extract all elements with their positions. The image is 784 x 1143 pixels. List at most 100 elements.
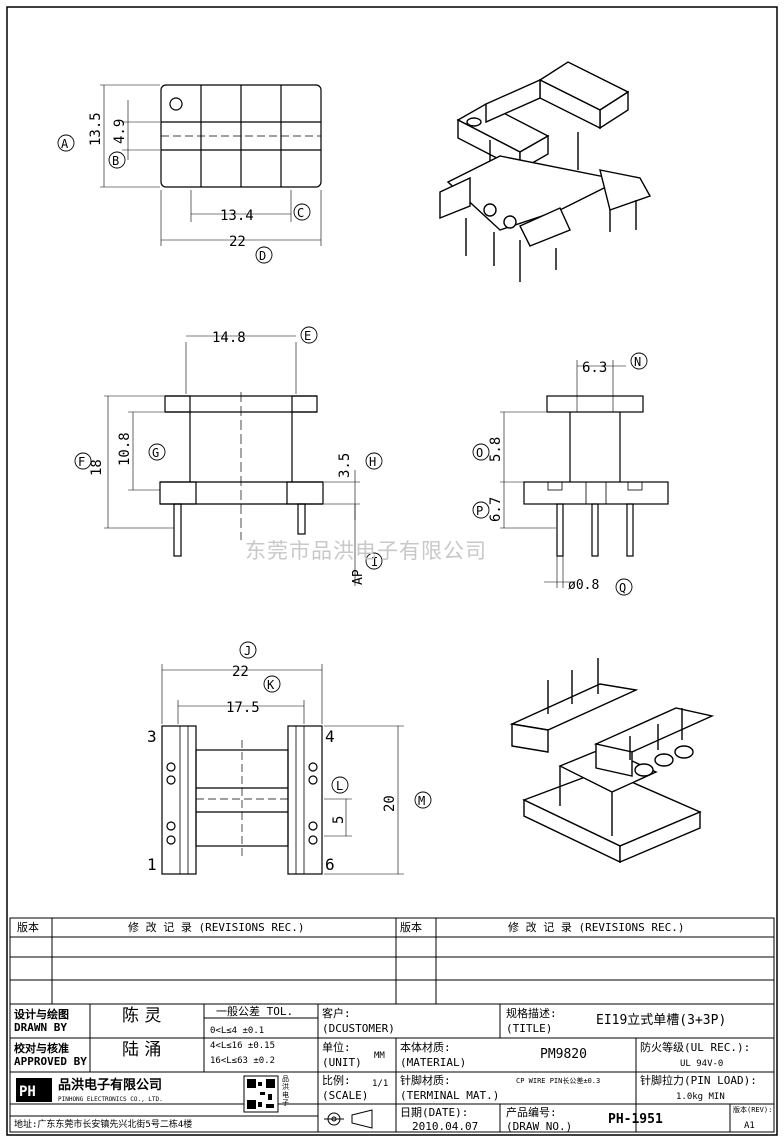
svg-text:D: D [259,249,266,263]
dim-bottom-pitch: 5 [331,816,347,824]
tag-e: E [300,326,318,344]
sheet-border [6,6,778,1136]
tag-n: N [630,352,648,370]
scale-value: 1/1 [372,1079,389,1089]
tolerance-row-2: 4<L≤16 ±0.15 [210,1041,276,1051]
tag-g: G [148,443,166,461]
scale-label-en: (SCALE) [322,1089,369,1102]
top-view [100,84,322,246]
pin-load-value: 1.0kg MIN [676,1092,725,1102]
material-label-en: (MATERIAL) [400,1056,467,1069]
svg-text:B: B [112,154,119,168]
tag-b: B [108,151,126,169]
tag-i: I [365,552,383,570]
pin-3-label: 3 [147,727,157,746]
scale-label: 比例: [322,1074,351,1087]
material-value: PM9820 [540,1047,587,1062]
svg-text:F: F [78,455,85,469]
date-label: 日期(DATE): [400,1106,469,1119]
dim-front-width: 14.8 [212,330,246,346]
svg-text:P: P [476,504,483,518]
svg-text:M: M [418,794,425,808]
svg-text:J: J [244,644,251,658]
pin-load-label: 针脚拉力(PIN LOAD): [640,1074,757,1087]
svg-text:N: N [634,355,641,369]
svg-text:I: I [371,555,378,569]
svg-text:K: K [267,678,275,692]
dim-side-width: 6.3 [582,360,607,376]
rev-rec-header-right: 修 改 记 录 (REVISIONS REC.) [508,921,685,934]
rev-label: 版本(REV): [733,1106,773,1114]
tag-c: C [293,203,311,221]
unit-label-en: (UNIT) [322,1056,362,1069]
unit-label: 单位: [322,1041,351,1054]
tag-a: A [57,134,75,152]
dim-front-height: 18 [89,459,105,476]
pin-6-label: 6 [325,855,335,874]
tolerance-row-3: 16<L≤63 ±0.2 [210,1056,276,1066]
designer-name: 陈 灵 [122,1006,162,1026]
draw-no-label: 产品编号: [506,1106,557,1119]
tolerance-row-1: 0<L≤4 ±0.1 [210,1026,265,1036]
tag-d: D [255,246,273,264]
drawn-by-label-en: DRAWN BY [14,1021,67,1034]
dim-top-inner: 13.4 [220,208,254,224]
tag-p: P [472,501,490,519]
side-view [500,360,669,588]
draw-no-label-en: (DRAW NO.) [506,1120,573,1133]
draw-no-value: PH-1951 [608,1112,663,1127]
tolerance-label: 一般公差 TOL. [216,1005,294,1018]
dim-side-pin-dia: ø0.8 [568,578,599,593]
dim-top-width: 22 [229,234,246,250]
qr-code [243,1075,279,1113]
rev-rec-header-left: 修 改 记 录 (REVISIONS REC.) [128,921,305,934]
tag-o: O [472,443,490,461]
approver-name: 陆 涌 [122,1040,162,1060]
rev-ver-header-left: 版本 [17,921,39,934]
dim-bottom-height: 20 [382,795,398,812]
dim-top-slot: 4.9 [112,119,128,144]
dim-side-upper: 5.8 [488,437,504,462]
dim-front-ap: AP [351,569,366,585]
rev-value: A1 [744,1121,755,1131]
title-block-grid [9,1003,775,1133]
tag-k: K [263,675,281,693]
dim-bottom-inner: 17.5 [226,700,260,716]
tag-m: M [414,791,432,809]
tag-j: J [239,641,257,659]
pin-4-label: 4 [325,727,335,746]
ul-label: 防火等级(UL REC.): [640,1041,751,1054]
svg-text:PH: PH [19,1084,36,1100]
rev-ver-header-right: 版本 [400,921,422,934]
dim-bottom-width: 22 [232,664,249,680]
svg-text:Q: Q [619,581,626,595]
customer-label: 客户: [322,1007,351,1020]
svg-text:L: L [336,779,343,793]
tag-q: Q [615,578,633,596]
terminal-label: 针脚材质: [400,1074,451,1087]
company-name-en: PINHONG ELECTRONICS CO., LTD. [58,1096,163,1103]
approved-by-label: 校对与核准 [14,1042,69,1055]
title-value: EI19立式单槽(3+3P) [596,1013,727,1028]
unit-value: MM [374,1051,385,1061]
date-value: 2010.04.07 [412,1120,479,1133]
qr-side-text: 品洪电子 [282,1075,289,1107]
ul-value: UL 94V-0 [680,1059,724,1069]
company-address: 地址:广东东莞市长安镇先兴北街5号二栋4楼 [14,1120,193,1130]
company-logo: PH [16,1078,52,1102]
isometric-view-top [439,61,652,282]
tag-l: L [331,776,349,794]
svg-text:E: E [304,329,311,343]
pin-1-label: 1 [147,855,157,874]
svg-text:H: H [369,455,376,469]
bottom-view [161,664,404,875]
projection-symbol-icon [324,1109,373,1129]
tag-h: H [365,452,383,470]
front-view [104,335,360,586]
dim-front-inner-height: 10.8 [117,432,133,466]
approved-by-label-en: APPROVED BY [14,1055,87,1068]
watermark: 东莞市品洪电子有限公司 [245,539,487,563]
title-label-en: (TITLE) [506,1022,553,1035]
svg-text:G: G [152,446,159,460]
